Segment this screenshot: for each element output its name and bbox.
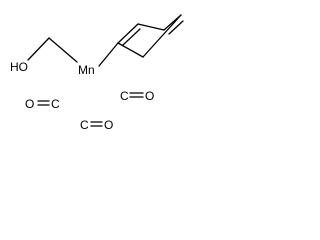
- bond-ch2-mn: [48, 37, 78, 63]
- manganese-label: Mn: [78, 63, 95, 77]
- chemical-structure: HO Mn O C C O C O: [10, 14, 184, 132]
- ring-bond-5: [117, 42, 144, 58]
- ring-double-bond-3-inner: [168, 20, 184, 35]
- hydroxyl-label: HO: [10, 60, 28, 74]
- carbonyl-left-c: C: [51, 97, 60, 111]
- carbonyl-left: O C: [25, 97, 60, 111]
- carbonyl-right-o: O: [145, 89, 154, 103]
- bond-o-ch2: [27, 37, 50, 61]
- ring-double-bond-1-inner: [122, 28, 141, 46]
- carbonyl-bottom-o: O: [104, 118, 113, 132]
- cyclopentadiene-ring: [117, 14, 184, 58]
- carbonyl-left-o: O: [25, 97, 34, 111]
- ring-bond-2: [137, 23, 165, 31]
- carbonyl-right-c: C: [120, 89, 129, 103]
- carbonyl-bottom-c: C: [80, 118, 89, 132]
- carbonyl-right: C O: [120, 89, 154, 103]
- bond-mn-ring: [98, 42, 119, 67]
- ring-bond-1: [117, 23, 139, 44]
- carbonyl-bottom: C O: [80, 118, 113, 132]
- ring-bond-4: [142, 14, 182, 58]
